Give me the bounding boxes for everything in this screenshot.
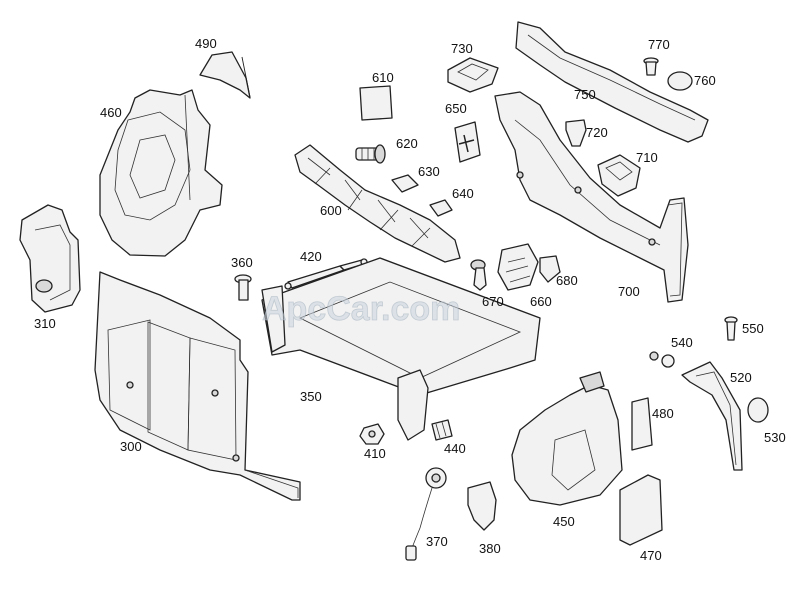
callout-550: 550 bbox=[742, 321, 764, 336]
callout-610: 610 bbox=[372, 70, 394, 85]
callout-720: 720 bbox=[586, 125, 608, 140]
callout-440: 440 bbox=[444, 441, 466, 456]
callout-300: 300 bbox=[120, 439, 142, 454]
callout-labels: 490 460 310 300 610 620 630 640 650 600 … bbox=[34, 36, 786, 563]
part-440 bbox=[431, 419, 453, 441]
part-650 bbox=[454, 121, 481, 163]
part-640 bbox=[429, 199, 453, 217]
part-470 bbox=[619, 474, 663, 546]
part-680 bbox=[539, 255, 561, 283]
part-310 bbox=[19, 204, 81, 313]
part-660 bbox=[497, 243, 539, 291]
part-380 bbox=[467, 481, 497, 531]
callout-540: 540 bbox=[671, 335, 693, 350]
callout-310: 310 bbox=[34, 316, 56, 331]
callout-350: 350 bbox=[300, 389, 322, 404]
part-460 bbox=[99, 89, 223, 257]
part-600 bbox=[294, 144, 461, 263]
part-540 bbox=[649, 351, 675, 368]
part-450 bbox=[511, 371, 623, 506]
part-670 bbox=[470, 259, 487, 291]
part-360 bbox=[234, 274, 252, 301]
part-350 bbox=[261, 257, 541, 441]
part-720 bbox=[565, 119, 587, 147]
callout-760: 760 bbox=[694, 73, 716, 88]
part-610 bbox=[359, 85, 393, 121]
callout-370: 370 bbox=[426, 534, 448, 549]
part-530 bbox=[747, 397, 769, 423]
callout-680: 680 bbox=[556, 273, 578, 288]
callout-480: 480 bbox=[652, 406, 674, 421]
callout-770: 770 bbox=[648, 37, 670, 52]
part-730 bbox=[447, 57, 499, 93]
part-420 bbox=[284, 258, 368, 290]
callout-650: 650 bbox=[445, 101, 467, 116]
part-630 bbox=[391, 174, 419, 193]
callout-710: 710 bbox=[636, 150, 658, 165]
callout-700: 700 bbox=[618, 284, 640, 299]
callout-520: 520 bbox=[730, 370, 752, 385]
part-620 bbox=[355, 144, 386, 164]
part-550 bbox=[724, 316, 738, 341]
part-480 bbox=[631, 397, 653, 451]
callout-730: 730 bbox=[451, 41, 473, 56]
callout-420: 420 bbox=[300, 249, 322, 264]
callout-750: 750 bbox=[574, 87, 596, 102]
callout-630: 630 bbox=[418, 164, 440, 179]
callout-450: 450 bbox=[553, 514, 575, 529]
callout-470: 470 bbox=[640, 548, 662, 563]
callout-620: 620 bbox=[396, 136, 418, 151]
callout-380: 380 bbox=[479, 541, 501, 556]
callout-360: 360 bbox=[231, 255, 253, 270]
callout-410: 410 bbox=[364, 446, 386, 461]
part-710 bbox=[597, 154, 641, 197]
callout-530: 530 bbox=[764, 430, 786, 445]
part-410 bbox=[359, 423, 385, 445]
part-760 bbox=[667, 71, 693, 91]
callout-600: 600 bbox=[320, 203, 342, 218]
part-300 bbox=[94, 271, 301, 501]
part-370 bbox=[405, 467, 447, 561]
part-750 bbox=[515, 21, 709, 143]
callout-670: 670 bbox=[482, 294, 504, 309]
part-770 bbox=[643, 57, 659, 76]
callout-460: 460 bbox=[100, 105, 122, 120]
watermark-text: ApcCar.com bbox=[262, 290, 460, 328]
callout-660: 660 bbox=[530, 294, 552, 309]
callout-640: 640 bbox=[452, 186, 474, 201]
part-520 bbox=[681, 361, 743, 471]
part-490 bbox=[199, 51, 251, 99]
part-700 bbox=[494, 91, 689, 303]
callout-490: 490 bbox=[195, 36, 217, 51]
